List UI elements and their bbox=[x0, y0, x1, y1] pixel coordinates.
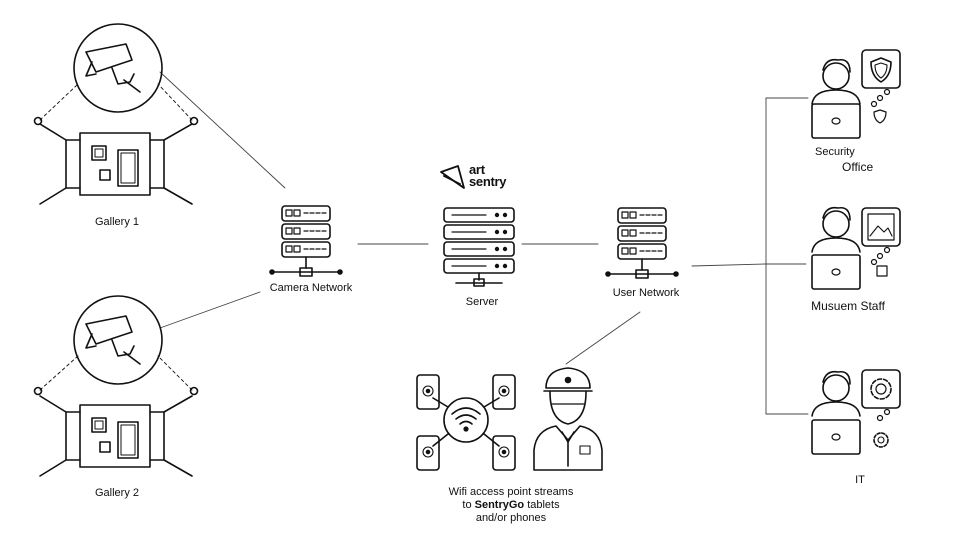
user-laptop-icon bbox=[811, 206, 861, 290]
gallery2-group bbox=[33, 295, 199, 477]
cctv-camera-icon bbox=[73, 23, 163, 113]
phone-icon bbox=[416, 374, 440, 410]
server-icon bbox=[443, 207, 515, 287]
sensor-dot bbox=[189, 386, 199, 396]
user-laptop-icon bbox=[811, 58, 861, 139]
network-rack-icon bbox=[605, 207, 679, 279]
gear-icon bbox=[861, 369, 901, 448]
camera-network-label: Camera Network bbox=[269, 282, 353, 294]
wifi-caption-line3: and/or phones bbox=[475, 512, 547, 524]
phone-icon bbox=[416, 435, 440, 471]
sensor-dot bbox=[33, 386, 43, 396]
wifi-caption-prefix: to bbox=[462, 499, 475, 511]
network-rack-icon bbox=[269, 205, 343, 277]
user-network-label: User Network bbox=[612, 287, 680, 299]
sensor-dot bbox=[189, 116, 199, 126]
brand-line1: art bbox=[469, 162, 485, 177]
picture-frame-icon bbox=[861, 207, 901, 277]
sentrygo-brand: SentryGo bbox=[474, 499, 525, 511]
connection-lines bbox=[159, 71, 809, 415]
security-guard-icon bbox=[533, 367, 603, 471]
gallery-room-icon bbox=[39, 123, 193, 205]
wifi-cluster bbox=[416, 374, 516, 471]
wifi-icon bbox=[443, 397, 489, 443]
shield-icon bbox=[861, 49, 901, 124]
brand-line2: sentry bbox=[469, 174, 507, 189]
museum-staff-label: Musuem Staff bbox=[811, 299, 885, 313]
wifi-caption-line1: Wifi access point streams bbox=[448, 486, 574, 498]
phone-icon bbox=[492, 374, 516, 410]
wifi-caption: Wifi access point streams to SentryGo ta… bbox=[449, 486, 574, 525]
art-sentry-logo-icon bbox=[440, 165, 465, 189]
gallery-room-icon bbox=[39, 395, 193, 477]
it-label: IT bbox=[855, 474, 865, 486]
wifi-caption-line2: to SentryGo tablets bbox=[449, 499, 574, 512]
cctv-camera-icon bbox=[73, 295, 163, 385]
dashed-view-lines bbox=[39, 83, 193, 121]
user-laptop-icon bbox=[811, 370, 861, 455]
phone-icon bbox=[492, 435, 516, 471]
security-office-label-line1: Security bbox=[815, 146, 855, 158]
wifi-caption-suffix: tablets bbox=[524, 499, 560, 511]
gallery1-label: Gallery 1 bbox=[94, 216, 140, 228]
sensor-dot bbox=[33, 116, 43, 126]
gallery2-label: Gallery 2 bbox=[94, 487, 140, 499]
dashed-view-lines bbox=[39, 355, 193, 391]
gallery1-group bbox=[33, 23, 199, 205]
security-office-label-line2: Office bbox=[842, 160, 874, 174]
server-label: Server bbox=[465, 296, 499, 308]
